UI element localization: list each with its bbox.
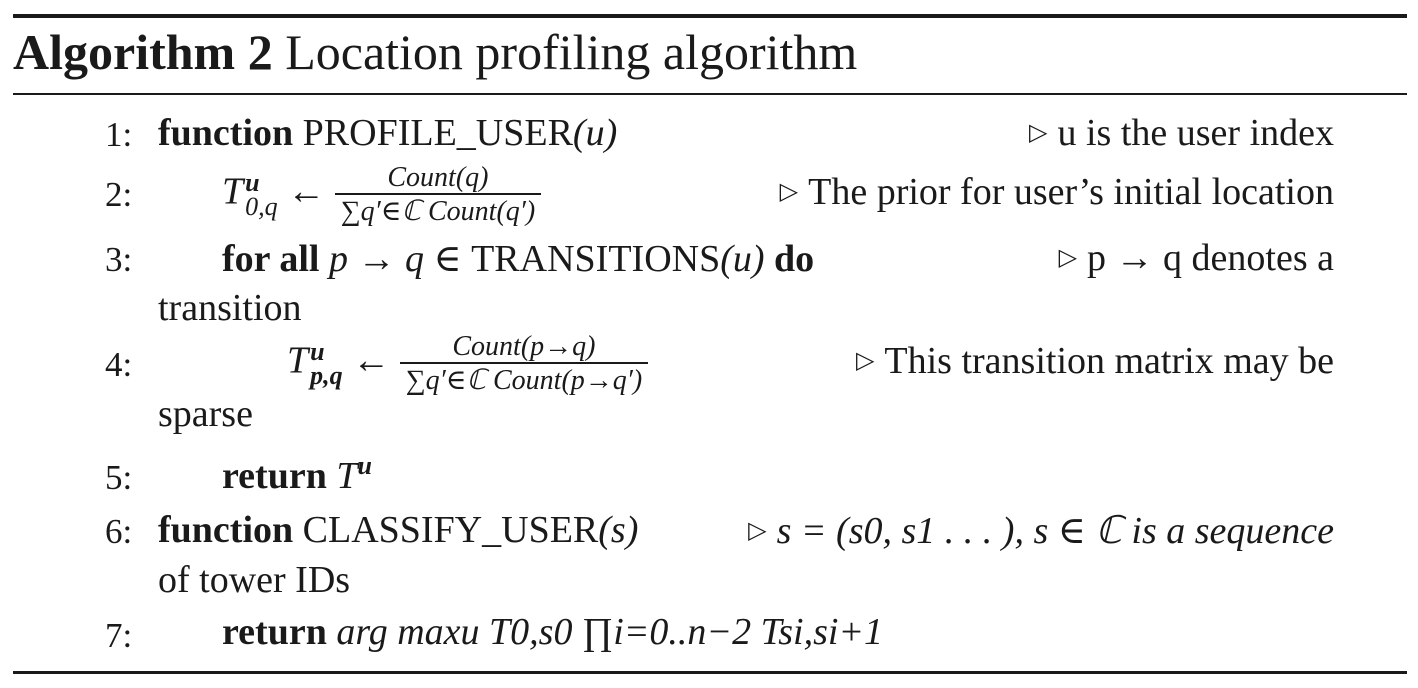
keyword-do: do bbox=[774, 238, 815, 280]
transition-fraction: Count(p→q)∑q′∈ℂ Count(p→q′) bbox=[399, 331, 649, 396]
matrix-symbol: T bbox=[222, 170, 244, 213]
line-number-3: 3: bbox=[105, 240, 133, 279]
prior-fraction: Count(q)∑q′∈ℂ Count(q′) bbox=[334, 162, 542, 227]
keyword: for all bbox=[222, 238, 320, 280]
comment-text: This transition matrix may be bbox=[884, 340, 1334, 382]
return-expression: arg maxu T0,s0 ∏i=0..n−2 Tsi,si+1 bbox=[336, 611, 884, 653]
line-number-5: 5: bbox=[105, 458, 133, 497]
line-number-6: 6: bbox=[105, 512, 133, 551]
algorithm-name: Location profiling algorithm bbox=[285, 24, 858, 80]
assign-arrow: ← bbox=[352, 339, 391, 382]
comment-marker-icon: ▷ bbox=[1029, 120, 1048, 146]
comment-text: s = (s0, s1 . . . ), s ∈ ℂ is a sequence bbox=[776, 510, 1334, 552]
procedure-name: PROFILE_USER bbox=[302, 112, 573, 154]
comment-line-6: ▷ s = (s0, s1 . . . ), s ∈ ℂ is a sequenc… bbox=[748, 508, 1334, 553]
comment-marker-icon: ▷ bbox=[779, 179, 799, 205]
keyword: function bbox=[158, 112, 294, 154]
fraction-denominator: ∑q′∈ℂ Count(p→q′) bbox=[399, 362, 649, 396]
algorithm-line-5: return Tu bbox=[222, 451, 372, 498]
fraction-denominator: ∑q′∈ℂ Count(q′) bbox=[334, 193, 542, 227]
comment-wrap-6: of tower IDs bbox=[158, 559, 351, 601]
title-rule bbox=[13, 93, 1407, 95]
line-number-4: 4: bbox=[105, 345, 133, 384]
comment-line-1: ▷ u is the user index bbox=[1029, 111, 1334, 155]
keyword: return bbox=[222, 455, 327, 497]
comment-text: p → q denotes a bbox=[1087, 237, 1334, 279]
comment-marker-icon: ▷ bbox=[1058, 245, 1078, 271]
procedure-name: TRANSITIONS bbox=[471, 238, 721, 280]
algorithm-line-3: for all p → q ∈ TRANSITIONS(u) do bbox=[222, 236, 814, 281]
algorithm-line-6: function CLASSIFY_USER(s) bbox=[158, 508, 638, 552]
comment-wrap-4: sparse bbox=[158, 393, 253, 435]
comment-marker-icon: ▷ bbox=[748, 518, 767, 544]
fraction-numerator: Count(p→q) bbox=[452, 331, 596, 362]
line-number-2: 2: bbox=[105, 175, 133, 214]
fraction-numerator: Count(q) bbox=[387, 162, 489, 193]
line-number-1: 1: bbox=[105, 115, 133, 154]
procedure-name: CLASSIFY_USER bbox=[302, 509, 599, 551]
matrix-symbol: T bbox=[287, 339, 309, 382]
procedure-arg: (s) bbox=[598, 509, 639, 551]
bottom-rule bbox=[13, 671, 1407, 674]
algorithm-label: Algorithm 2 bbox=[13, 24, 273, 80]
top-rule bbox=[13, 14, 1407, 18]
procedure-arg: (u) bbox=[572, 112, 618, 154]
algorithm-title: Algorithm 2 Location profiling algorithm bbox=[13, 24, 857, 80]
assign-arrow: ← bbox=[287, 170, 326, 213]
procedure-arg: (u) bbox=[720, 238, 765, 280]
keyword: return bbox=[222, 611, 327, 653]
comment-line-4: ▷ This transition matrix may be bbox=[856, 339, 1334, 383]
comment-text: u is the user index bbox=[1057, 112, 1334, 154]
loop-expression: p → q ∈ bbox=[328, 238, 462, 280]
comment-text: The prior for user’s initial location bbox=[808, 171, 1334, 213]
line-number-7: 7: bbox=[105, 616, 133, 655]
comment-marker-icon: ▷ bbox=[855, 348, 875, 374]
comment-line-2: ▷ The prior for user’s initial location bbox=[780, 170, 1334, 214]
return-value: T bbox=[336, 455, 358, 497]
algorithm-line-1: function PROFILE_USER(u) bbox=[158, 111, 617, 155]
keyword: function bbox=[158, 509, 294, 551]
return-superscript: u bbox=[357, 451, 372, 480]
algorithm-line-7: return arg maxu T0,s0 ∏i=0..n−2 Tsi,si+1 bbox=[222, 610, 883, 654]
comment-wrap-3: transition bbox=[158, 287, 302, 329]
comment-line-3: ▷ p → q denotes a bbox=[1059, 236, 1334, 280]
